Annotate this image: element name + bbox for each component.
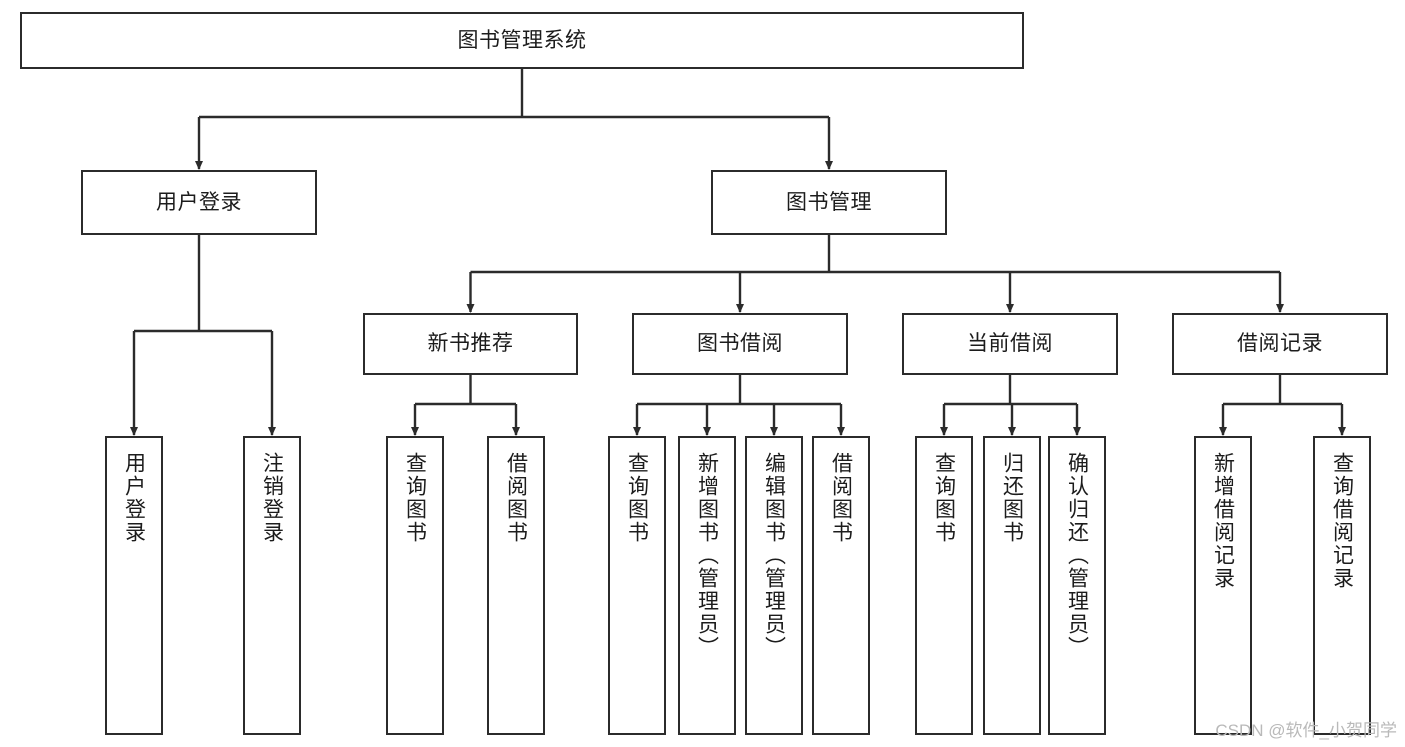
node-label: 查询借阅记录 [1330, 452, 1354, 590]
node-leaf-borrow-book-bb[interactable]: 借阅图书 [812, 436, 870, 735]
node-label: 当前借阅 [967, 332, 1053, 356]
node-label: 用户登录 [122, 452, 146, 544]
node-label: 借阅图书 [829, 452, 853, 544]
node-borrow-record[interactable]: 借阅记录 [1172, 313, 1388, 375]
node-label: 归还图书 [1000, 452, 1024, 544]
node-leaf-query-book-cb[interactable]: 查询图书 [915, 436, 973, 735]
node-root[interactable]: 图书管理系统 [20, 12, 1024, 69]
node-leaf-borrow-book-rec[interactable]: 借阅图书 [487, 436, 545, 735]
node-current-borrow[interactable]: 当前借阅 [902, 313, 1118, 375]
csdn-watermark: CSDN @软件_小贺同学 [1215, 721, 1397, 740]
node-label: 图书管理 [786, 190, 872, 214]
node-leaf-query-book-rec[interactable]: 查询图书 [386, 436, 444, 735]
node-book-manage[interactable]: 图书管理 [711, 170, 947, 235]
node-user-login[interactable]: 用户登录 [81, 170, 317, 235]
node-leaf-return-book[interactable]: 归还图书 [983, 436, 1041, 735]
node-label: 新书推荐 [427, 332, 514, 356]
node-label: 图书管理系统 [457, 28, 587, 52]
node-label: 新增借阅记录 [1211, 452, 1235, 590]
node-label: 编辑图书（管理员） [762, 452, 786, 659]
node-label: 用户登录 [156, 190, 242, 214]
node-label: 新增图书（管理员） [695, 452, 719, 659]
node-new-book-rec[interactable]: 新书推荐 [363, 313, 578, 375]
node-leaf-edit-book[interactable]: 编辑图书（管理员） [745, 436, 803, 735]
node-leaf-query-book-bb[interactable]: 查询图书 [608, 436, 666, 735]
node-leaf-confirm-return[interactable]: 确认归还（管理员） [1048, 436, 1106, 735]
node-leaf-logout[interactable]: 注销登录 [243, 436, 301, 735]
node-label: 图书借阅 [697, 332, 783, 356]
node-label: 借阅图书 [504, 452, 528, 544]
node-label: 确认归还（管理员） [1065, 452, 1089, 659]
node-leaf-add-book[interactable]: 新增图书（管理员） [678, 436, 736, 735]
node-book-borrow[interactable]: 图书借阅 [632, 313, 848, 375]
node-leaf-query-record[interactable]: 查询借阅记录 [1313, 436, 1371, 735]
node-label: 查询图书 [625, 452, 649, 544]
node-label: 借阅记录 [1237, 332, 1323, 356]
node-label: 注销登录 [260, 452, 284, 544]
node-label: 查询图书 [403, 452, 427, 544]
node-leaf-user-login[interactable]: 用户登录 [105, 436, 163, 735]
node-leaf-add-record[interactable]: 新增借阅记录 [1194, 436, 1252, 735]
node-label: 查询图书 [932, 452, 956, 544]
